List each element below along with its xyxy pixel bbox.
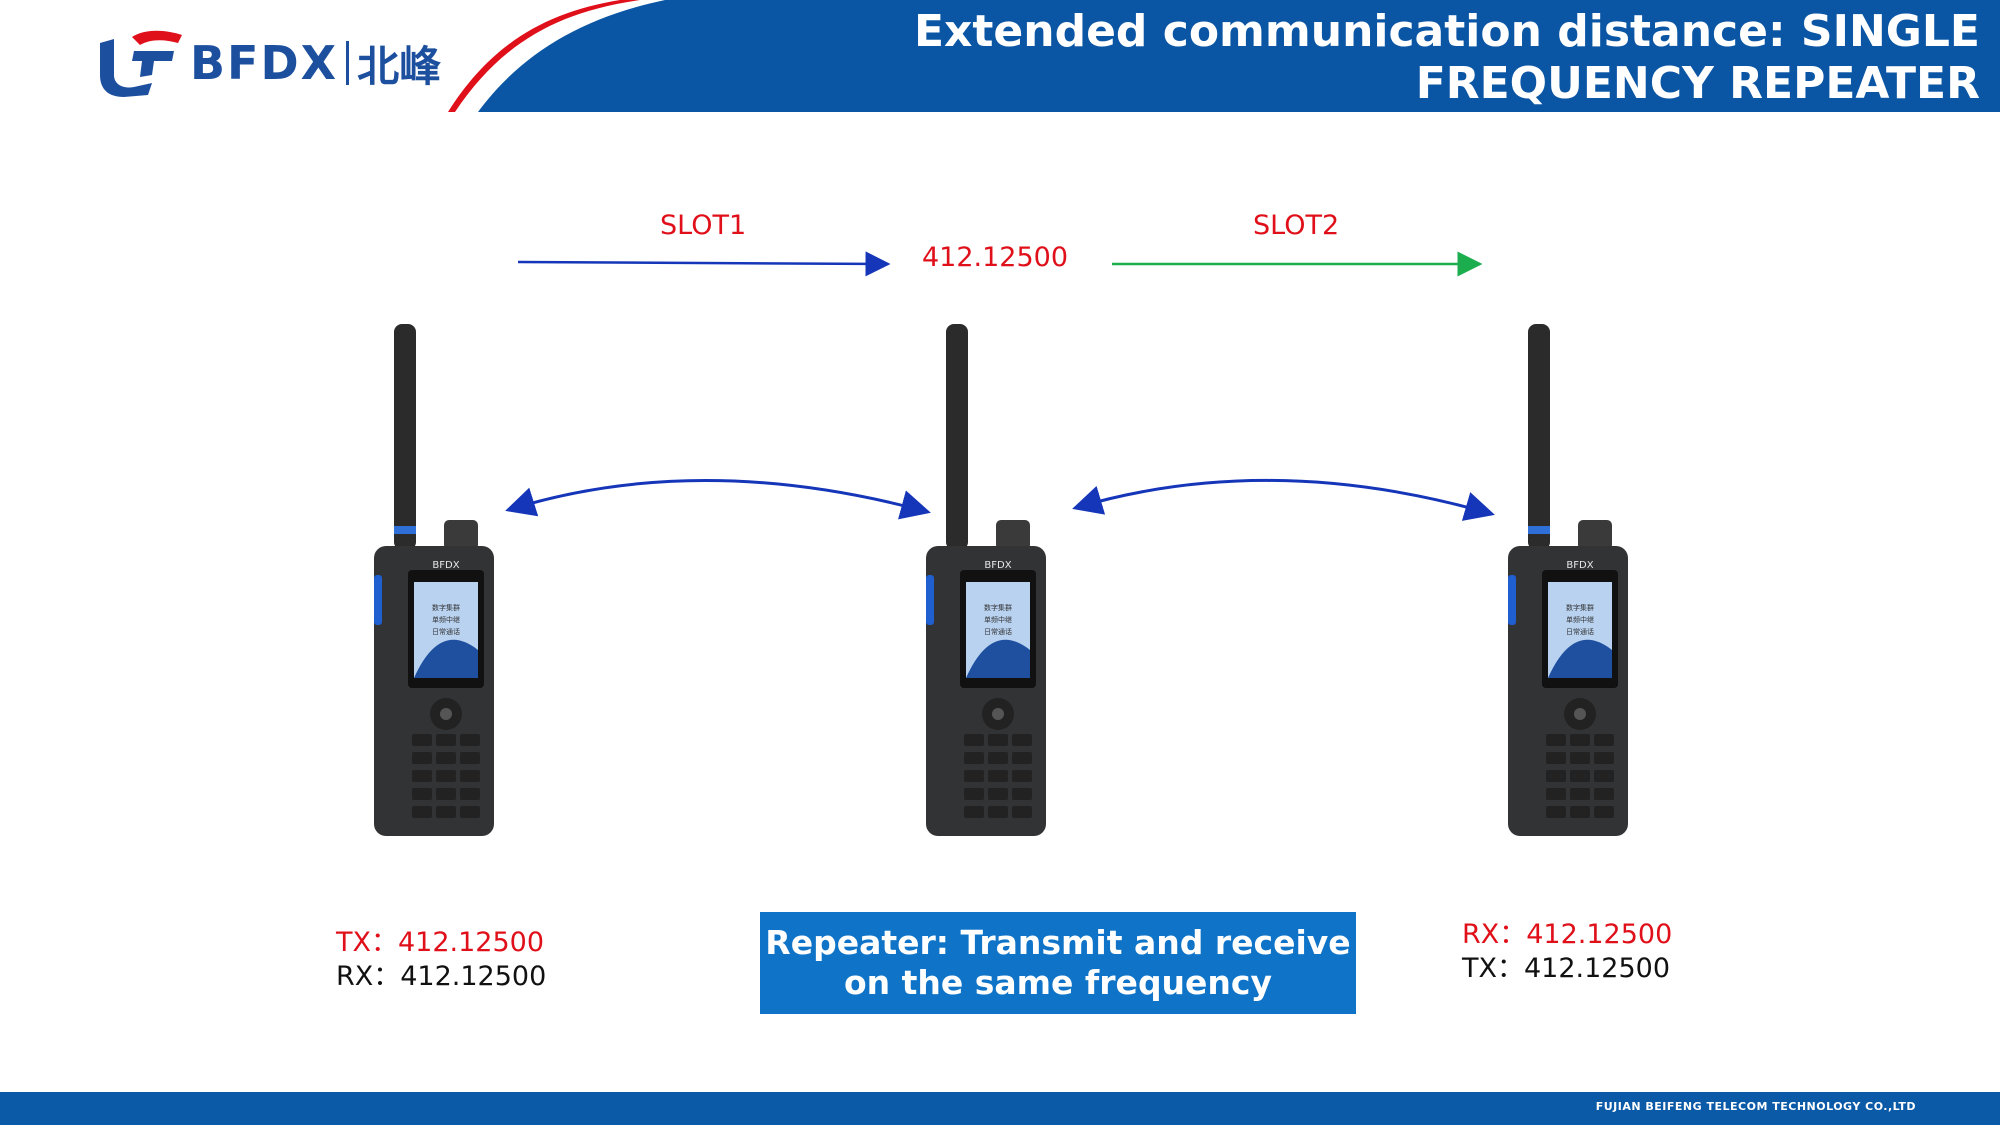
- radio-screen-line3: 日常通话: [1566, 627, 1594, 636]
- radio-screen-line1: 数字集群: [432, 603, 460, 612]
- radio-screen-line2: 单频中继: [432, 615, 460, 624]
- footer-company: FUJIAN BEIFENG TELECOM TECHNOLOGY CO.,LT…: [1595, 1100, 1916, 1113]
- radio-center-repeater: BFDX 数字集群 单频中继 日常通话: [926, 324, 1046, 836]
- brand-logo: BFDX 北峰: [94, 28, 441, 98]
- page-title: Extended communication distance: SINGLE …: [880, 6, 1980, 110]
- svg-text:BFDX: BFDX: [984, 560, 1011, 571]
- slot1-arrow: [517, 251, 891, 277]
- page-title-line2: FREQUENCY REPEATER: [1415, 58, 1980, 109]
- radio-screen-line2: 单频中继: [1566, 615, 1594, 624]
- svg-text:BFDX: BFDX: [1566, 560, 1593, 571]
- right-radio-tx: TX：412.12500: [1462, 953, 1670, 984]
- brand-separator: [346, 41, 350, 85]
- radio-screen-line3: 日常通话: [984, 627, 1012, 636]
- left-radio-tx: TX：412.12500: [336, 927, 544, 958]
- radio-screen-line3: 日常通话: [432, 627, 460, 636]
- radio-right: BFDX 数字集群 单频中继 日常通话: [1508, 324, 1628, 836]
- page-title-line1: Extended communication distance: SINGLE: [913, 6, 1980, 57]
- radio-screen-line1: 数字集群: [984, 603, 1012, 612]
- radio-screen-line2: 单频中继: [984, 615, 1012, 624]
- header-bar: BFDX 北峰 Extended communication distance:…: [0, 0, 2000, 112]
- brand-name-cn: 北峰: [357, 41, 442, 91]
- left-radio-rx: RX：412.12500: [336, 961, 547, 992]
- brand-name: BFDX: [190, 36, 339, 90]
- slot1-label: SLOT1: [660, 210, 747, 241]
- radio-left: BFDX 数字集群 单频中继 日常通话: [374, 324, 494, 836]
- slot2-label: SLOT2: [1253, 210, 1340, 241]
- right-link-arrow: [1072, 478, 1495, 521]
- repeater-caption-box: Repeater: Transmit and receive on the sa…: [760, 912, 1356, 1014]
- radio-screen-line1: 数字集群: [1566, 603, 1594, 612]
- footer-bar: FUJIAN BEIFENG TELECOM TECHNOLOGY CO.,LT…: [0, 1092, 2000, 1125]
- svg-text:BFDX: BFDX: [432, 560, 459, 571]
- repeater-caption-line1: Repeater: Transmit and receive: [765, 923, 1351, 962]
- header-background: [448, 0, 2000, 112]
- repeater-caption-line2: on the same frequency: [843, 963, 1273, 1002]
- left-link-arrow: [505, 479, 931, 520]
- right-radio-rx: RX：412.12500: [1462, 919, 1673, 950]
- brand-logo-icon: [100, 30, 182, 97]
- center-frequency-label: 412.12500: [922, 242, 1069, 273]
